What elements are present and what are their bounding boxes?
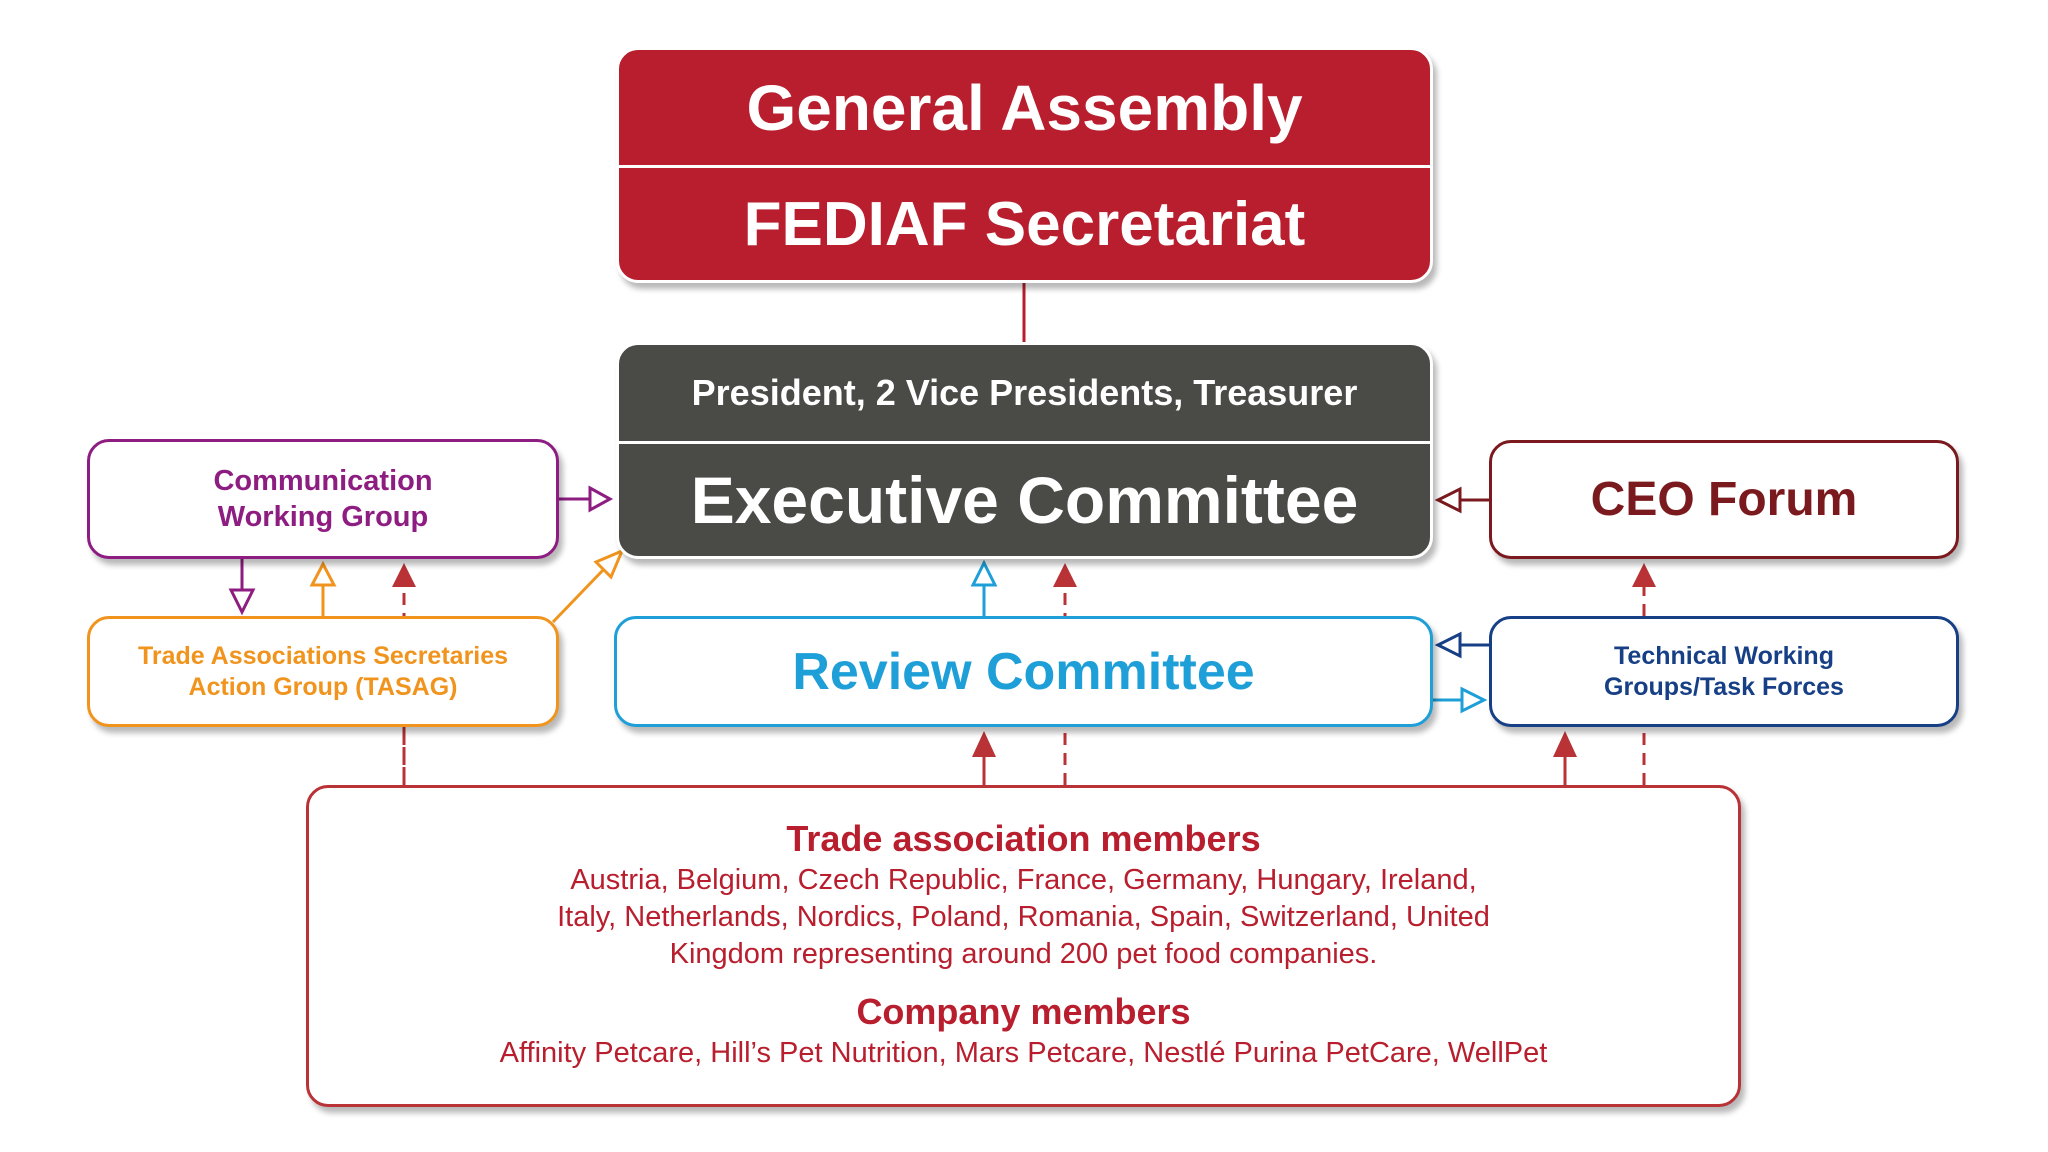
executive-members-label: President, 2 Vice Presidents, Treasurer xyxy=(619,345,1430,444)
ceo-forum-box: CEO Forum xyxy=(1489,440,1959,559)
executive-committee-box: President, 2 Vice Presidents, Treasurer … xyxy=(616,342,1433,559)
trade-association-line1: Austria, Belgium, Czech Republic, France… xyxy=(570,864,1477,896)
secretariat-title: FEDIAF Secretariat xyxy=(743,189,1306,259)
trade-association-heading: Trade association members xyxy=(786,818,1261,859)
trade-association-line3: Kingdom representing around 200 pet food… xyxy=(669,938,1378,970)
technical-line1: Technical Working xyxy=(1614,641,1834,670)
review-committee-box: Review Committee xyxy=(614,616,1433,727)
executive-committee-title: Executive Committee xyxy=(690,463,1359,537)
company-members-list: Affinity Petcare, Hill’s Pet Nutrition, … xyxy=(499,1037,1548,1069)
general-assembly-title: General Assembly xyxy=(619,50,1430,169)
ceo-to-exec-arrow xyxy=(1434,486,1489,514)
technical-line2: Groups/Task Forces xyxy=(1604,672,1844,701)
technical-to-ceo-dashed-arrow xyxy=(1632,563,1656,616)
communication-working-group-box: Communication Working Group xyxy=(87,439,559,559)
review-committee-title: Review Committee xyxy=(792,642,1255,701)
company-members-heading: Company members xyxy=(856,991,1191,1032)
trade-association-line2: Italy, Netherlands, Nordics, Poland, Rom… xyxy=(557,901,1490,933)
comm-to-exec-arrow xyxy=(559,485,614,513)
members-to-review-arrow xyxy=(972,731,996,785)
review-to-technical-arrow xyxy=(1433,686,1488,714)
members-to-technical-arrow xyxy=(1553,731,1577,785)
tasag-line2: Action Group (TASAG) xyxy=(188,672,458,701)
technical-to-review-arrow xyxy=(1434,631,1489,659)
technical-working-groups-box: Technical Working Groups/Task Forces xyxy=(1489,616,1959,727)
review-to-exec-arrow xyxy=(970,559,998,616)
communication-line2: Working Group xyxy=(217,501,429,533)
tasag-box: Trade Associations Secretaries Action Gr… xyxy=(87,616,559,727)
tasag-to-comm-arrow xyxy=(309,560,337,616)
tasag-to-exec-arrow xyxy=(551,548,625,624)
members-box: Trade association members Austria, Belgi… xyxy=(306,785,1741,1107)
general-assembly-box: General Assembly FEDIAF Secretariat xyxy=(616,47,1433,283)
communication-line1: Communication xyxy=(213,465,433,497)
ceo-forum-title: CEO Forum xyxy=(1590,473,1858,526)
comm-to-tasag-arrow xyxy=(228,559,256,616)
tasag-line1: Trade Associations Secretaries xyxy=(137,641,509,670)
